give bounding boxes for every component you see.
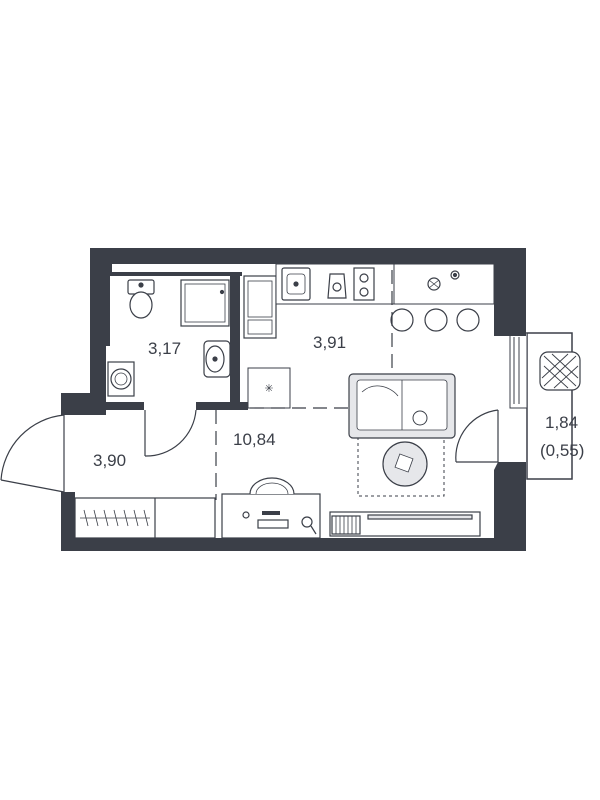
bottom-furniture: [74, 477, 481, 539]
kitchen-sink-icon: [281, 267, 311, 301]
washing-machine-icon: [107, 361, 135, 397]
balcony-door: [455, 409, 499, 463]
plant-icon: [450, 270, 460, 280]
fridge-icon: [243, 275, 277, 339]
bathroom-fixtures: [107, 279, 231, 397]
tv-stand-icon: [329, 511, 481, 537]
kettle-icon: [427, 277, 441, 291]
walls: [61, 248, 526, 551]
lamp-icon: ✳: [264, 383, 273, 395]
sofa-icon: [348, 373, 456, 439]
bar-stool-icon: [424, 308, 448, 332]
hob-icon: [353, 267, 375, 301]
room-area-hall: 3,90: [93, 451, 126, 470]
toilet-icon: [127, 279, 155, 319]
floor-lamp-icon: [301, 516, 317, 535]
room-area-balcony: 1,84: [545, 413, 578, 432]
room-area-living-room: 10,84: [233, 430, 276, 449]
sink-icon: [203, 340, 231, 378]
room-area-kitchen: 3,91: [313, 333, 346, 352]
desk-chair-icon: [249, 477, 295, 495]
sofa-area: [348, 373, 456, 497]
laundry-basket-icon: [539, 351, 581, 391]
bar-stool-icon: [456, 308, 480, 332]
entrance-door: [0, 414, 65, 493]
kitchen-fixtures: [243, 263, 495, 339]
area-labels: 3,17 3,91 3,90 10,84 1,84 (0,55): [93, 333, 584, 470]
bar-stool-icon: [390, 308, 414, 332]
side-table: ✳: [247, 367, 291, 409]
balcony: [509, 332, 581, 480]
bathroom-door: [144, 409, 197, 457]
coffee-table-icon: [382, 441, 428, 487]
room-area-bathroom: 3,17: [148, 339, 181, 358]
room-area-balcony-coefficient: (0,55): [540, 441, 584, 460]
shower-tray-icon: [180, 279, 230, 327]
wardrobe-icon: [74, 497, 216, 539]
desk-icon: [221, 493, 321, 539]
coffee-machine-icon: [327, 273, 347, 299]
